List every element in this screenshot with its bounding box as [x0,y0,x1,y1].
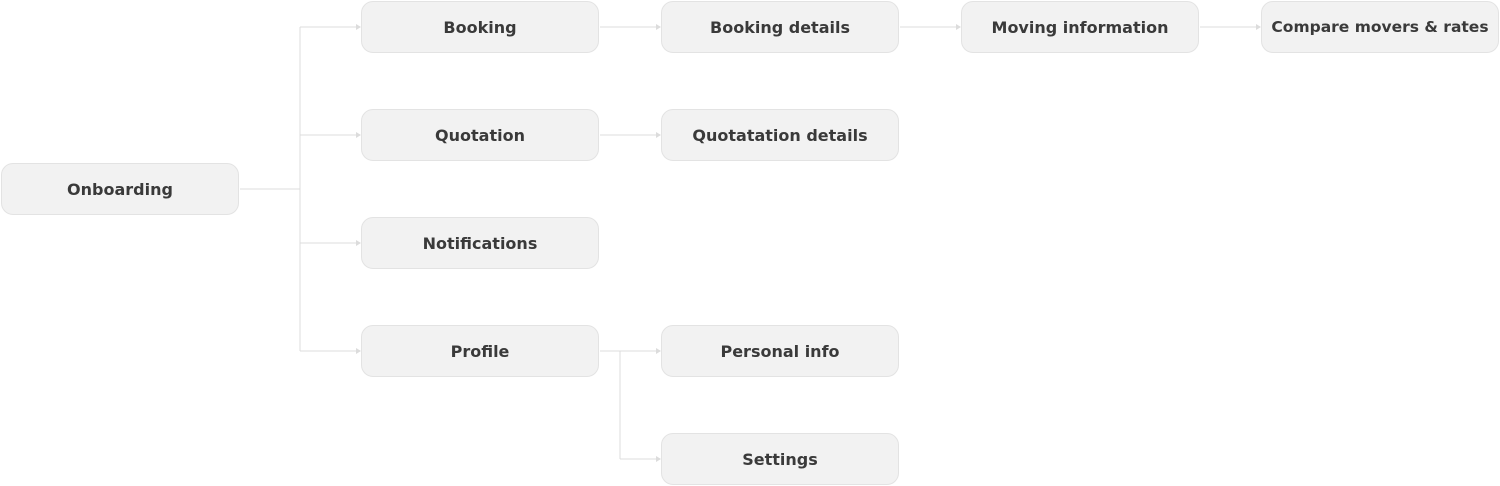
node-booking-details[interactable]: Booking details [661,1,899,53]
node-onboarding[interactable]: Onboarding [1,163,239,215]
arrowhead [356,132,361,138]
node-label: Booking details [710,17,850,37]
node-label: Booking [443,17,517,37]
arrowhead [356,240,361,246]
node-label: Quotatation details [692,125,868,145]
edge-onboarding-trunk [240,27,301,351]
arrowhead [656,24,661,30]
node-label: Settings [742,449,818,469]
arrowhead [956,24,961,30]
node-label: Compare movers & rates [1271,18,1489,36]
arrowhead [656,348,661,354]
node-moving-information[interactable]: Moving information [961,1,1199,53]
node-quotation[interactable]: Quotation [361,109,599,161]
node-label: Profile [450,341,510,361]
node-label: Onboarding [67,179,173,199]
node-label: Notifications [422,233,538,253]
node-label: Moving information [991,17,1169,37]
node-compare-movers-rates[interactable]: Compare movers & rates [1261,1,1499,53]
node-quotation-details[interactable]: Quotatation details [661,109,899,161]
node-booking[interactable]: Booking [361,1,599,53]
node-profile[interactable]: Profile [361,325,599,377]
arrowhead [356,24,361,30]
arrowhead [356,348,361,354]
arrowhead [1256,24,1261,30]
arrowhead [656,456,661,462]
node-settings[interactable]: Settings [661,433,899,485]
edge-profile-trunk [600,350,621,459]
node-personal-info[interactable]: Personal info [661,325,899,377]
node-label: Personal info [720,341,840,361]
node-label: Quotation [435,125,525,145]
arrowhead [656,132,661,138]
node-notifications[interactable]: Notifications [361,217,599,269]
